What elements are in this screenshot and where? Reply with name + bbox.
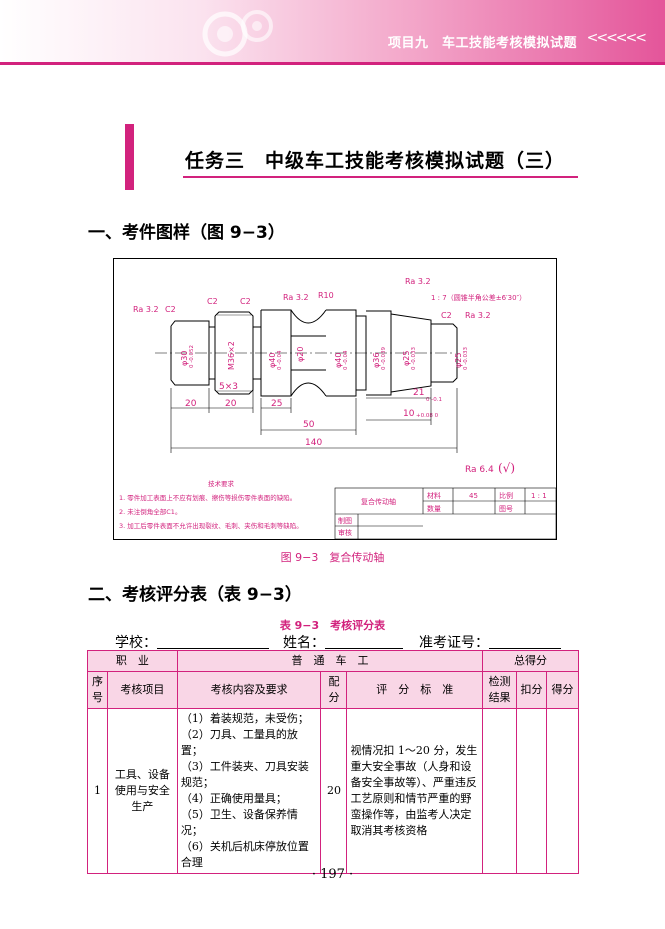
column-header: 考核项目 [106, 671, 178, 709]
table-caption: 表 9−3 考核评分表 [279, 619, 386, 632]
occupation-value: 普 通 车 工 [176, 650, 484, 672]
page-header: 项目九 车工技能考核模拟试题 <<<<<< [0, 0, 665, 65]
content-line: （6）关机后机床停放位置合理 [180, 840, 309, 869]
score-table: 职 业 普 通 车 工 总得分 序号 考核项目 考核内容及要求 配分 评 分 标… [87, 650, 580, 874]
section-heading-score-table: 二、考核评分表（表 9−3） [88, 585, 302, 605]
task-title-accent-bar [125, 124, 134, 190]
chamfer-label: C2 [441, 311, 452, 320]
chamfer-label: C2 [240, 297, 251, 306]
content-line: （4）正确使用量具； [180, 792, 287, 805]
chevron-left-icon: <<<<<< [586, 30, 647, 46]
title-block-value: 45 [469, 492, 478, 500]
row-deduct[interactable] [516, 708, 547, 874]
length-dimension: 25 [271, 399, 282, 409]
school-blank[interactable] [157, 632, 269, 649]
name-label: 姓名： [283, 635, 325, 651]
name-blank[interactable] [325, 632, 403, 649]
column-header: 扣分 [516, 671, 547, 709]
general-roughness-label: Ra 6.4 [465, 465, 494, 475]
content-line: （3）工件装夹、刀具安装规范； [180, 760, 309, 789]
roughness-label: Ra 3.2 [405, 277, 431, 286]
title-block-label: 图号 [499, 505, 513, 513]
chamfer-label: C2 [165, 305, 176, 314]
title-block-label: 数量 [427, 504, 441, 513]
title-block-label: 材料 [427, 491, 441, 500]
taper-label: 1 : 7（圆锥半角公差±6′30″） [431, 293, 526, 302]
length-dimension: 140 [305, 438, 322, 448]
content-line: （2）刀具、工量具的放置； [180, 728, 298, 757]
roughness-label: Ra 3.2 [283, 293, 309, 302]
task-title-underline [183, 176, 578, 178]
header-title: 项目九 车工技能考核模拟试题 [387, 36, 577, 51]
row-item: 工具、设备使用与安全生产 [106, 708, 178, 874]
title-block-label: 制图 [338, 516, 352, 525]
length-dimension: 20 [185, 399, 197, 409]
row-content: （1）着装规范，未受伤； （2）刀具、工量具的放置； （3）工件装夹、刀具安装规… [176, 708, 322, 874]
diameter-label: φ25 [402, 351, 411, 366]
tolerance-label: 0 -0.1 [426, 397, 442, 403]
tech-req-item: 3. 加工后零件表面不允许出现裂纹、毛刺、夹伤和毛刺等缺陷。 [119, 521, 303, 530]
title-block-label: 审核 [338, 528, 352, 537]
length-dimension: 50 [303, 420, 315, 430]
figure-caption: 图 9−3 复合传动轴 [280, 551, 385, 564]
diameter-label: M36×2 [227, 341, 236, 370]
column-header: 检测结果 [482, 671, 518, 709]
occupation-label: 职 业 [87, 650, 178, 672]
column-header: 考核内容及要求 [176, 671, 322, 709]
radius-label: R10 [318, 291, 334, 300]
tech-req-title: 技术要求 [208, 479, 235, 488]
length-dimension: 10 [403, 409, 415, 419]
diameter-label: φ20 [296, 347, 305, 362]
diameter-label: φ36 [372, 353, 381, 368]
table-header-row: 职 业 普 通 车 工 总得分 [87, 650, 579, 672]
tolerance-label: 0 -0.033 [463, 347, 469, 370]
row-points: 20 [320, 708, 348, 874]
tolerance-label: +0.08 0 [416, 413, 439, 419]
diameter-label: φ40 [334, 353, 343, 368]
title-block-part-name: 复合传动轴 [361, 497, 396, 506]
diameter-label: φ40 [268, 353, 277, 368]
diameter-label: φ30 [180, 351, 189, 366]
exam-info-line: 学校： 姓名： 准考证号： [115, 632, 561, 652]
engineering-drawing: Ra 3.2 C2 C2 C2 Ra 3.2 R10 Ra 3.2 1 : 7（… [113, 258, 557, 540]
exam-number-blank[interactable] [489, 632, 561, 649]
exam-number-label: 准考证号： [419, 635, 489, 651]
tolerance-label: 0 -0.039 [381, 347, 387, 370]
row-result[interactable] [482, 708, 518, 874]
tech-req-item: 1. 零件加工表面上不应有划痕、擦伤等损伤零件表面的缺陷。 [119, 493, 296, 502]
roughness-label: Ra 3.2 [465, 311, 491, 320]
gear-decoration-icon [202, 10, 273, 57]
groove-label: 5×3 [219, 382, 238, 392]
roughness-label: Ra 3.2 [133, 305, 159, 314]
title-block-label: 比例 [499, 491, 513, 500]
column-header: 序号 [87, 671, 108, 709]
content-line: （5）卫生、设备保养情况； [180, 808, 298, 837]
column-header: 得分 [545, 671, 580, 709]
task-title: 任务三 中级车工技能考核模拟试题（三） [185, 150, 566, 172]
title-block-value: 1 : 1 [531, 492, 547, 500]
column-header: 评 分 标 准 [346, 671, 484, 709]
section-heading-drawing: 一、考件图样（图 9−3） [88, 223, 285, 243]
tolerance-label: 0 -0.052 [189, 345, 195, 368]
length-dimension: 21 [413, 388, 424, 398]
content-line: （1）着装规范，未受伤； [180, 712, 309, 725]
tech-req-item: 2. 未注倒角全部C1。 [119, 507, 181, 516]
checkmark-icon: (√) [498, 461, 515, 475]
page-number: · 197 · [311, 867, 354, 882]
tolerance-label: 0 -0.04 [277, 350, 283, 370]
table-row: 1 工具、设备使用与安全生产 （1）着装规范，未受伤； （2）刀具、工量具的放置… [87, 708, 580, 874]
total-score-label: 总得分 [482, 650, 579, 672]
row-standard: 视情况扣 1～20 分，发生重大安全事故（人身和设备安全事故等）、严重违反工艺原… [346, 708, 484, 874]
length-dimension: 20 [225, 399, 237, 409]
chamfer-label: C2 [207, 297, 218, 306]
row-number: 1 [87, 708, 108, 874]
tolerance-label: 0 -0.04 [343, 350, 349, 370]
column-header: 配分 [320, 671, 348, 709]
tolerance-label: 0 -0.033 [411, 347, 417, 370]
school-label: 学校： [115, 635, 157, 651]
diameter-label: φ25 [454, 353, 463, 368]
row-score[interactable] [545, 708, 580, 874]
table-header-row: 序号 考核项目 考核内容及要求 配分 评 分 标 准 检测结果 扣分 得分 [87, 671, 580, 709]
